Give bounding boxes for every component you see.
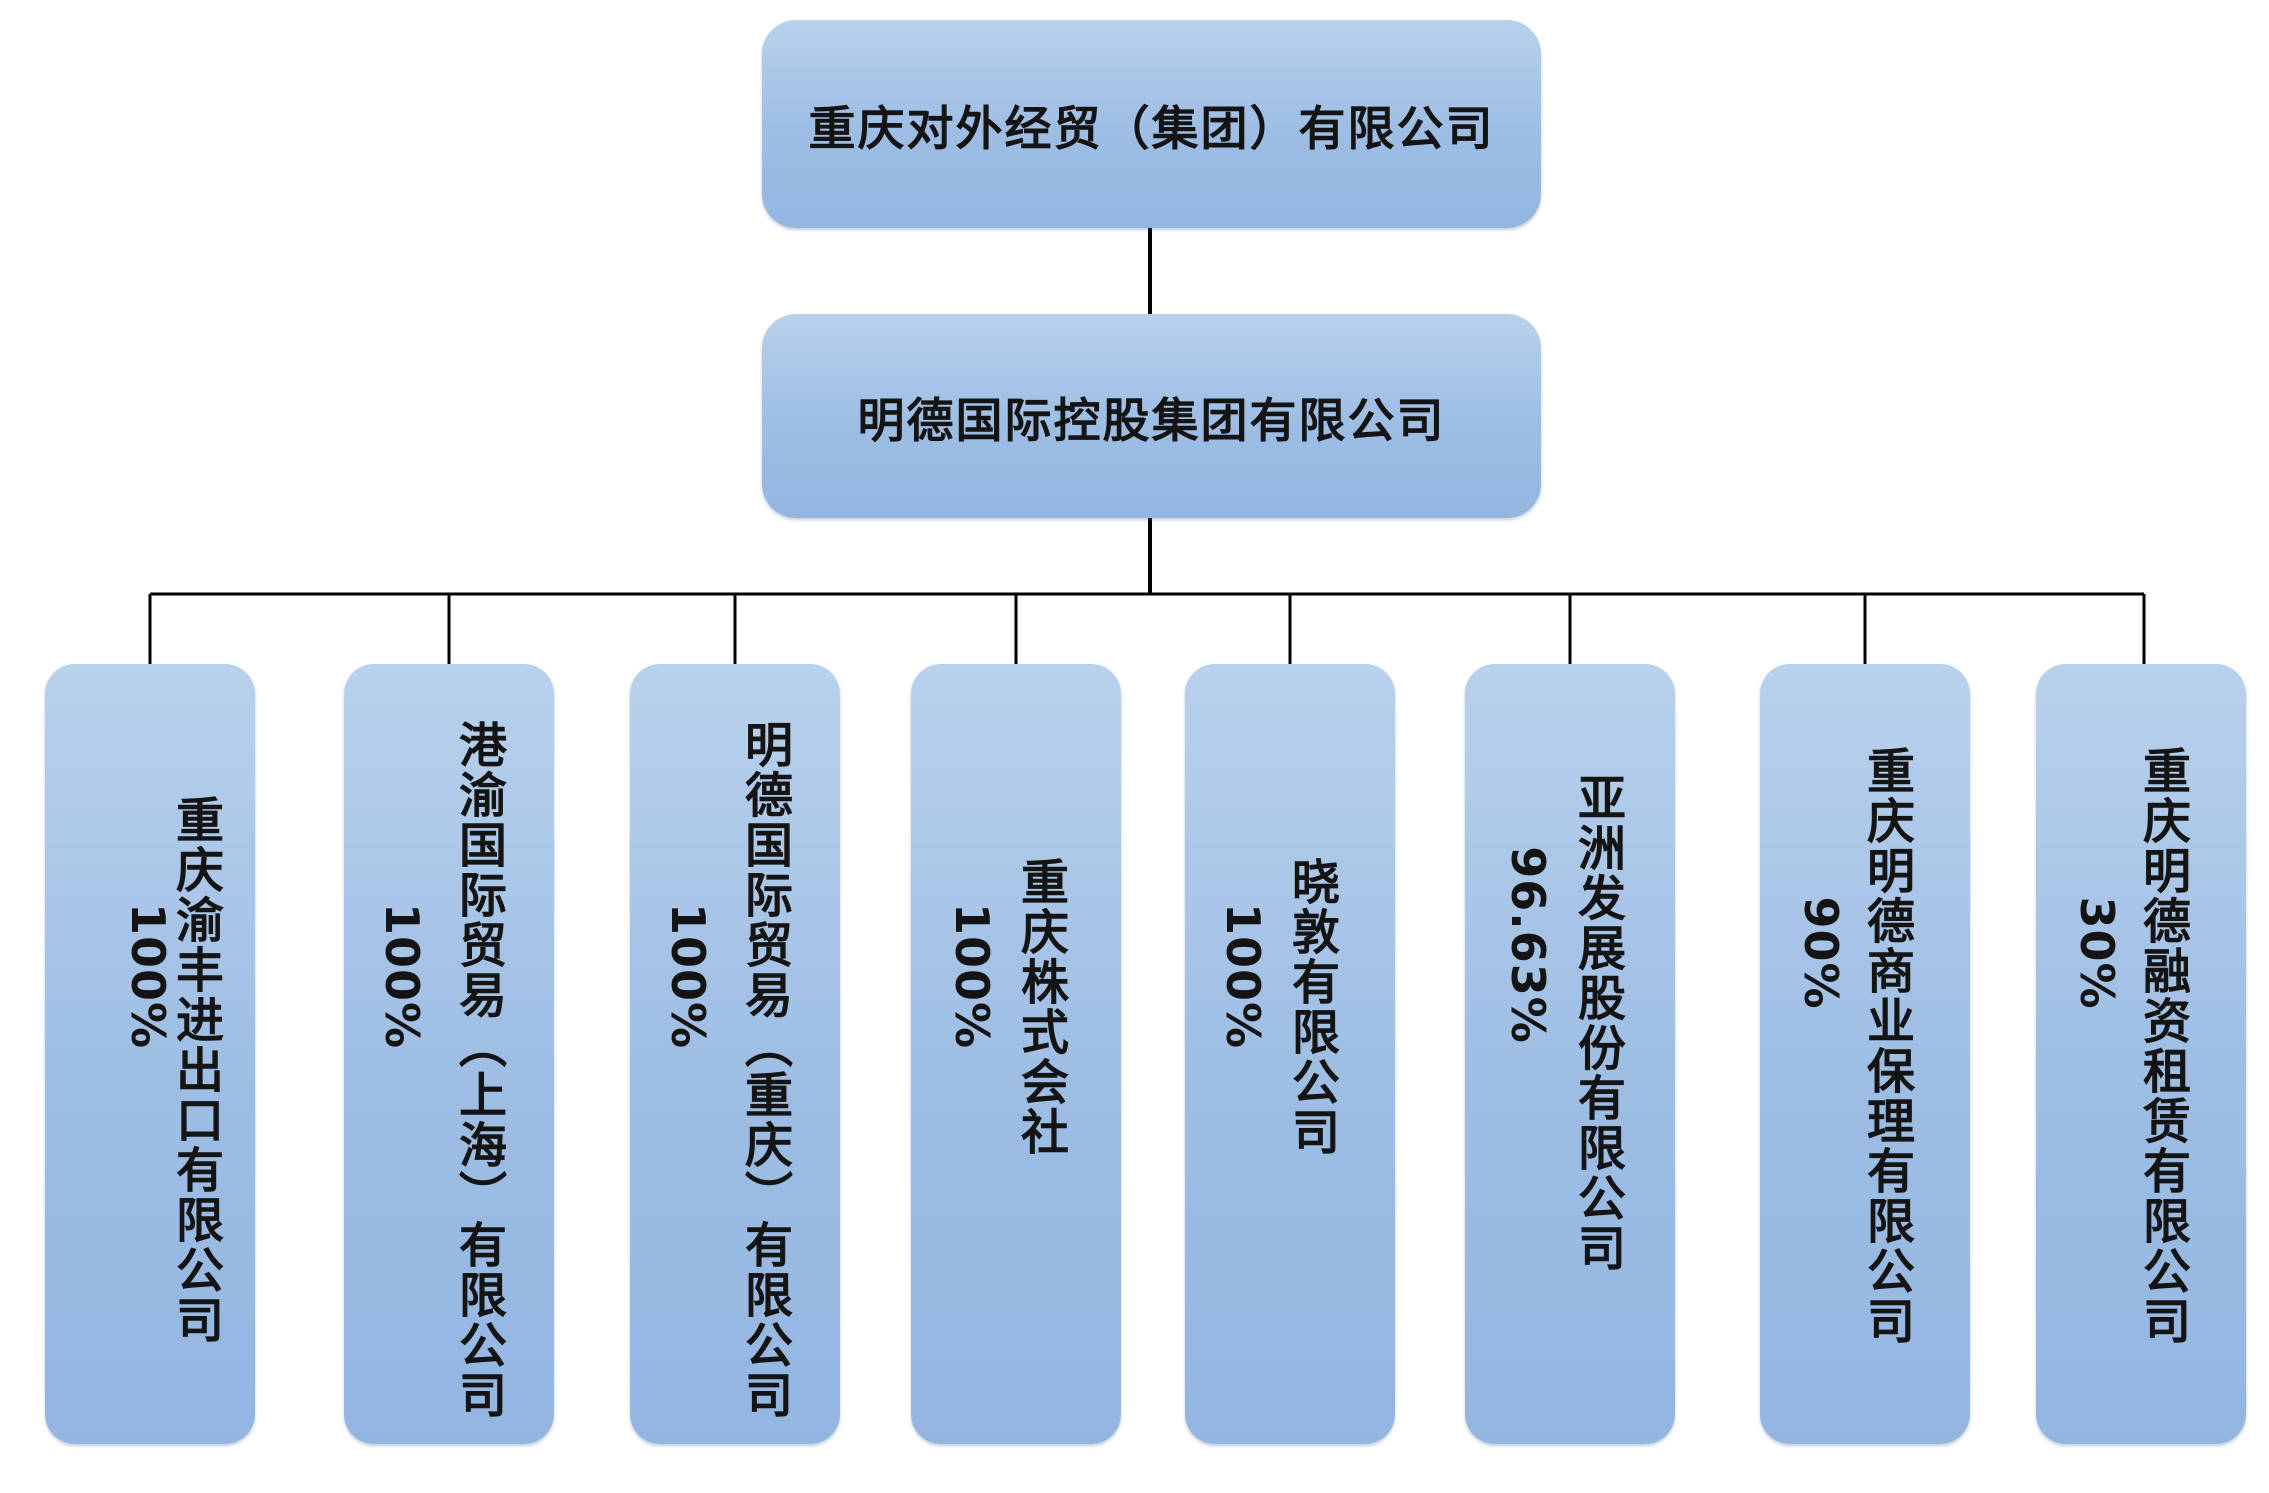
- holding-company-box: 明德国际控股集团有限公司: [762, 314, 1541, 518]
- parent-company-box: 重庆对外经贸（集团）有限公司: [762, 20, 1541, 228]
- subsidiary-box-2: 港渝国际贸易（上海）有限公司 100%: [344, 664, 554, 1444]
- parent-company-name: 重庆对外经贸（集团）有限公司: [808, 101, 1495, 157]
- subsidiary-pct-8: 30%: [2070, 896, 2124, 1010]
- subsidiary-pct-3: 100%: [661, 902, 715, 1050]
- subsidiary-pct-5: 100%: [1216, 902, 1270, 1050]
- subsidiary-name-3: 明德国际贸易（重庆）有限公司: [736, 719, 792, 1420]
- subsidiary-box-7: 重庆明德商业保理有限公司 90%: [1760, 664, 1970, 1444]
- subsidiary-pct-2: 100%: [375, 902, 429, 1050]
- subsidiary-box-5: 晓敦有限公司 100%: [1185, 664, 1395, 1444]
- subsidiary-box-6: 亚洲发展股份有限公司 96.63%: [1465, 664, 1675, 1444]
- subsidiary-name-1: 重庆渝丰进出口有限公司: [167, 794, 223, 1345]
- subsidiary-box-1: 重庆渝丰进出口有限公司 100%: [45, 664, 255, 1444]
- subsidiary-name-8: 重庆明德融资租赁有限公司: [2134, 746, 2190, 1347]
- subsidiary-box-8: 重庆明德融资租赁有限公司 30%: [2036, 664, 2246, 1444]
- subsidiary-pct-4: 100%: [945, 902, 999, 1050]
- subsidiary-box-4: 重庆株式会社 100%: [911, 664, 1121, 1444]
- subsidiary-box-3: 明德国际贸易（重庆）有限公司 100%: [630, 664, 840, 1444]
- subsidiary-name-2: 港渝国际贸易（上海）有限公司: [450, 719, 506, 1420]
- subsidiary-name-7: 重庆明德商业保理有限公司: [1858, 746, 1914, 1347]
- subsidiary-pct-7: 90%: [1794, 896, 1848, 1010]
- subsidiary-pct-1: 100%: [121, 902, 175, 1050]
- subsidiary-name-6: 亚洲发展股份有限公司: [1569, 772, 1625, 1273]
- subsidiary-name-4: 重庆株式会社: [1012, 857, 1068, 1158]
- holding-company-name: 明德国际控股集团有限公司: [857, 393, 1446, 449]
- subsidiary-pct-6: 96.63%: [1501, 846, 1555, 1044]
- subsidiary-name-5: 晓敦有限公司: [1283, 857, 1339, 1158]
